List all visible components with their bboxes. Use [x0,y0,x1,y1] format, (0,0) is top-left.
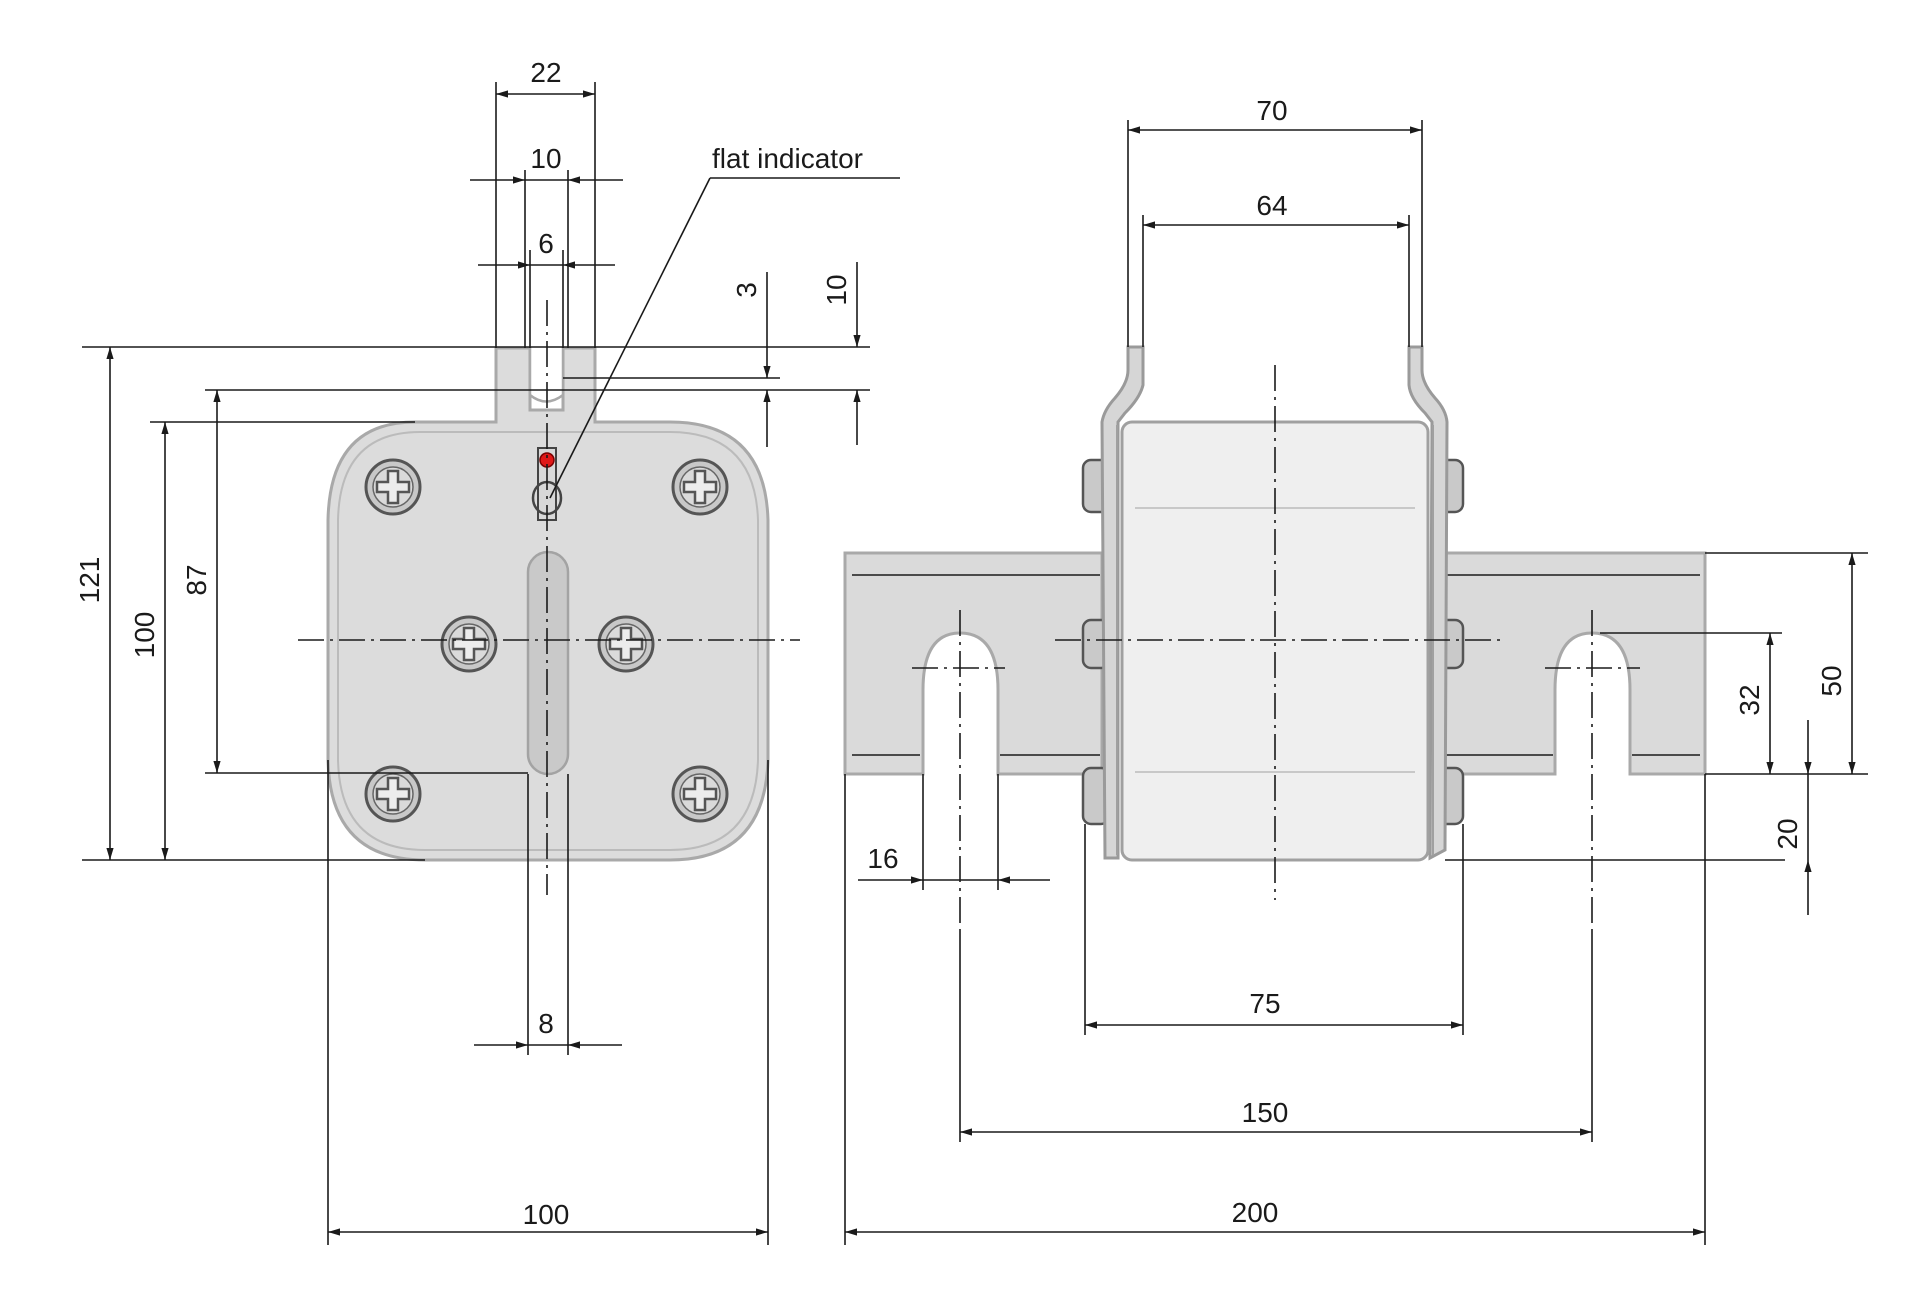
flat-indicator-leader [549,177,711,499]
dim-label-16: 16 [867,843,898,874]
right-contact-plate [1407,345,1449,861]
dim-label-100-horizontal: 100 [523,1199,570,1230]
screw-bottom-right [671,765,729,823]
dim-label-200: 200 [1232,1197,1279,1228]
dim-label-64: 64 [1256,190,1287,221]
front-view [298,300,800,895]
dim-label-3: 3 [731,282,762,298]
dim-label-10-vertical: 10 [821,274,852,305]
dim-label-32: 32 [1734,684,1765,715]
screw-mid-left [440,615,498,673]
dim-label-6: 6 [538,228,554,259]
front-body-inner [337,431,759,851]
front-dimensions: 22 10 6 3 10 121 100 87 [74,57,900,1245]
screw-top-right [671,458,729,516]
dim-label-121: 121 [74,557,105,604]
front-vertical-slot [526,550,570,776]
side-view [843,345,1707,930]
dim-label-70: 70 [1256,95,1287,126]
dim-label-75: 75 [1249,988,1280,1019]
dim-label-8: 8 [538,1008,554,1039]
dim-label-10-top: 10 [530,143,561,174]
dim-label-22: 22 [530,57,561,88]
screw-bottom-left [364,765,422,823]
dim-label-87: 87 [181,564,212,595]
flat-indicator-label: flat indicator [712,143,863,174]
dim-label-100-vertical: 100 [129,612,160,659]
dim-label-150: 150 [1242,1097,1289,1128]
left-blade [843,551,1104,776]
right-blade [1440,551,1707,776]
side-dimensions: 70 64 50 32 20 16 75 [844,95,1868,1245]
screw-top-left [364,458,422,516]
dim-label-20: 20 [1772,818,1803,849]
screw-mid-right [597,615,655,673]
dim-label-50: 50 [1816,665,1847,696]
left-contact-plate [1100,345,1145,860]
